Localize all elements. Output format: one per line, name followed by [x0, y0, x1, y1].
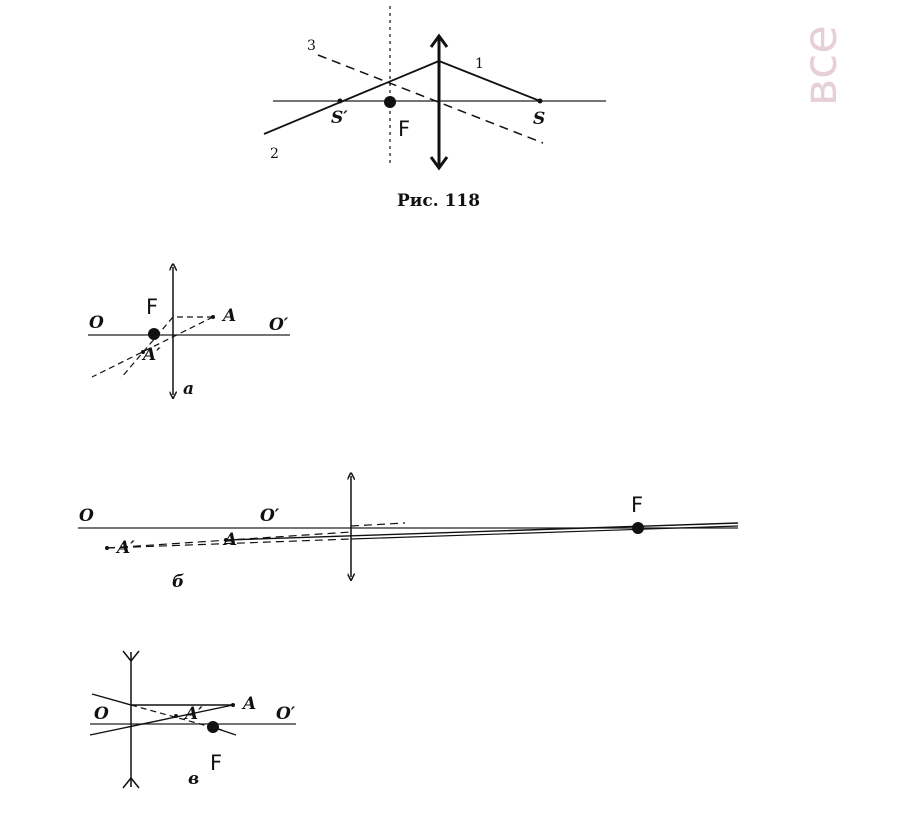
point-a-object	[211, 315, 215, 319]
ray-1	[438, 60, 541, 102]
focus-a-label: F	[146, 295, 158, 319]
point-a-image	[141, 350, 145, 354]
axis-a-right-label: O′	[269, 315, 289, 335]
image-b-label: A′	[115, 538, 135, 558]
figure-118: 3 1 2 S′ S F Рис. 118	[263, 6, 606, 211]
ray-label-2: 2	[270, 146, 279, 162]
panel-v: O O′ F A A′ в	[89, 650, 296, 789]
object-v-label: A	[241, 694, 256, 714]
image-a-label: A′	[141, 345, 161, 365]
ray-label-1: 1	[475, 56, 484, 72]
panel-a-letter: а	[183, 379, 194, 399]
ray-v-diverged	[91, 693, 132, 706]
axis-b-right-label: O′	[260, 506, 280, 526]
ray-b-solid-1	[225, 522, 739, 541]
focus-point-v	[207, 721, 219, 733]
axis-v-left-label: O	[94, 704, 109, 724]
label-focus: F	[398, 117, 410, 141]
point-b-object	[224, 538, 228, 542]
ray-a-center-dashed	[91, 316, 214, 378]
ray-b-solid-2	[350, 525, 739, 540]
focus-v-label: F	[210, 751, 222, 775]
point-s-source	[537, 98, 543, 104]
image-v-label: A′	[183, 704, 203, 724]
ray-label-3: 3	[307, 38, 316, 54]
converging-lens	[429, 33, 449, 171]
figure-caption: Рис. 118	[397, 191, 480, 211]
point-v-object	[231, 703, 235, 707]
diverging-lens-v	[122, 650, 140, 789]
ray-2	[263, 60, 440, 135]
ray-b-dashed-3	[350, 522, 406, 527]
panel-b-letter: б	[172, 572, 184, 592]
panel-a: O O′ F A A′ а	[88, 267, 290, 399]
panel-v-letter: в	[188, 769, 199, 789]
axis-b-left-label: O	[79, 506, 94, 526]
focus-point-b	[632, 522, 644, 534]
panel-b: O O′ F A A′ б	[78, 476, 739, 592]
label-s-source: S	[533, 109, 545, 129]
ray-a-through-focus	[120, 316, 174, 379]
axis-v-right-label: O′	[276, 704, 296, 724]
ray-v-dashed-extension	[130, 704, 223, 731]
axis-a-left-label: O	[89, 313, 104, 333]
object-b-label: A	[222, 530, 237, 550]
watermark-text: все	[793, 25, 847, 106]
ray-3-dashed	[317, 54, 544, 144]
object-a-label: A	[221, 306, 236, 326]
point-s-image	[337, 98, 343, 104]
ray-v-through-center	[89, 704, 234, 736]
ray-b-dashed-2	[106, 538, 352, 549]
point-b-image	[105, 546, 109, 550]
ray-b-dashed-1	[106, 531, 352, 549]
point-v-image	[174, 714, 178, 718]
label-s-image: S′	[331, 108, 348, 128]
focus-point-a	[148, 328, 160, 340]
focus-point	[384, 96, 396, 108]
focus-b-label: F	[631, 493, 643, 517]
